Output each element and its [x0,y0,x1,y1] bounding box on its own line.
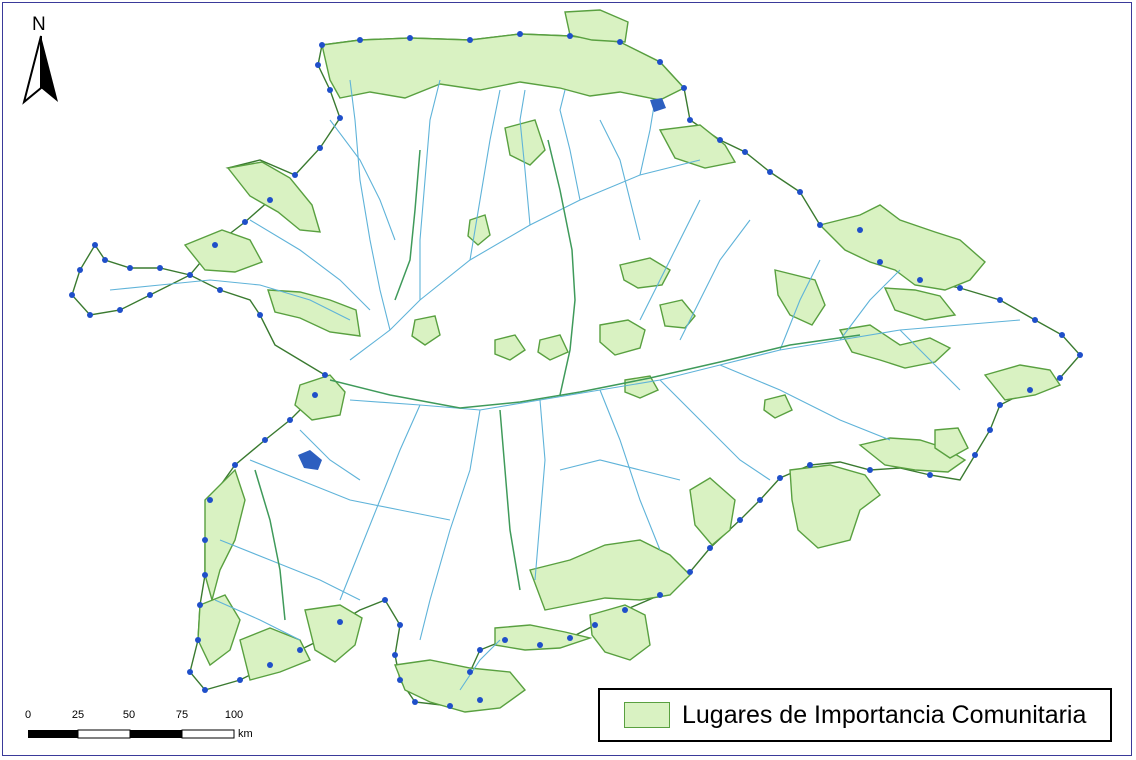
lic-area [183,229,264,273]
lic-area [689,477,736,546]
lic-area [537,334,569,361]
north-arrow-icon [22,35,58,105]
scale-tick-label: 100 [224,709,244,721]
lic-area [239,627,311,681]
lic-area [774,269,826,326]
lic-area [504,119,546,166]
lic-area [983,364,1062,401]
lic-area [494,624,593,651]
lic-area [204,468,246,603]
lic-area [267,289,361,337]
reservoir [650,98,666,112]
lic-area [529,539,691,611]
legend-swatch-lic [624,702,670,728]
lic-area [659,299,696,329]
scale-tick-label: 25 [71,709,85,721]
scale-bar-graphic [28,729,235,739]
lic-area [226,161,321,233]
lic-area [589,604,651,661]
scale-tick-label: 50 [122,709,136,721]
lic-area [934,427,969,459]
lic-area [304,604,363,663]
lic-area [411,315,441,346]
lic-area [599,319,646,356]
scale-unit-label: km [238,728,253,740]
river-network [109,79,1021,691]
map-legend: Lugares de Importancia Comunitaria [598,688,1112,742]
lic-area [619,257,671,289]
lic-area [658,124,737,169]
main-rivers [254,139,861,621]
lic-areas [183,9,1062,713]
reservoir [298,450,322,470]
legend-label-lic: Lugares de Importancia Comunitaria [682,700,1087,729]
lic-area [789,464,881,549]
lic-area [394,659,527,713]
lic-area [294,374,346,421]
lic-area [763,394,793,419]
lic-area [883,287,957,321]
north-label: N [32,14,46,35]
lic-area [321,33,686,101]
border-points [69,31,1083,709]
scale-tick-label: 75 [175,709,189,721]
scale-tick-label: 0 [24,709,32,721]
lic-area [494,334,526,361]
lic-area [818,204,986,291]
